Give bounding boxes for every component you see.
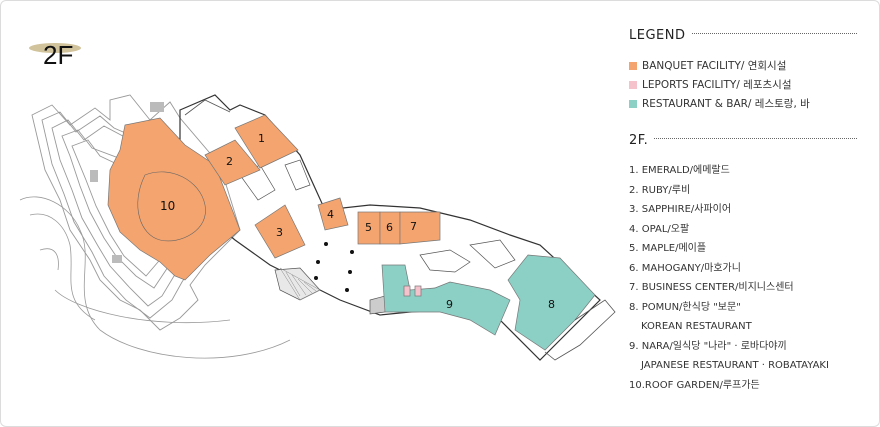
hatched-plaza <box>279 267 321 301</box>
map-label-9: 9 <box>446 298 453 311</box>
plaza-markers <box>314 242 354 292</box>
room-1-emerald[interactable]: 1 <box>234 114 299 169</box>
restaurant-areas: 9 8 <box>381 254 596 351</box>
legend-swatch-banquet <box>629 61 637 70</box>
map-label-6: 6 <box>386 221 393 234</box>
legend-swatch-leports <box>629 80 637 89</box>
facility-item[interactable]: 5. MAPLE/메이플 <box>629 243 707 254</box>
map-label-3: 3 <box>276 226 283 239</box>
legend-panel: LEGEND BANQUET FACILITY/ 연회시설 LEPORTS FA… <box>629 24 869 395</box>
room-4-opal[interactable]: 4 <box>317 197 349 231</box>
legend-title: LEGEND <box>629 28 692 43</box>
room-5-maple[interactable]: 5 <box>357 211 381 245</box>
floor-plan-map: 2F 10 1 <box>19 40 616 361</box>
map-label-1: 1 <box>258 132 265 145</box>
legend-divider <box>629 33 857 34</box>
floor-label: 2F <box>43 40 73 70</box>
area-9-nara[interactable]: 9 <box>381 264 511 336</box>
terrain-contours <box>19 196 291 359</box>
banquet-rooms: 1 2 3 4 5 6 7 <box>204 114 441 259</box>
facility-item[interactable]: 6. MAHOGANY/마호가니 <box>629 262 741 274</box>
facility-item[interactable]: 10.ROOF GARDEN/루프가든 <box>629 379 760 391</box>
room-7-business-center[interactable]: 7 <box>399 211 441 245</box>
outer-walls <box>184 99 616 361</box>
map-label-2: 2 <box>226 155 233 168</box>
floor-section-heading: 2F. <box>629 129 869 149</box>
legend-swatch-restaurant <box>629 99 637 108</box>
facility-list: 1. EMERALD/에메랄드 2. RUBY/루비 3. SAPPHIRE/사… <box>629 161 869 395</box>
legend-item-restaurant: RESTAURANT & BAR/ 레스토랑, 바 <box>629 94 869 113</box>
map-label-4: 4 <box>327 208 334 221</box>
facility-item[interactable]: 2. RUBY/루비 <box>629 184 691 196</box>
room-6-mahogany[interactable]: 6 <box>379 211 401 245</box>
facility-item[interactable]: 7. BUSINESS CENTER/비지니스센터 <box>629 282 794 293</box>
facility-item[interactable]: 3. SAPPHIRE/사파이어 <box>629 204 732 215</box>
map-label-5: 5 <box>365 221 372 234</box>
area-8-pomun[interactable]: 8 <box>507 254 596 351</box>
map-label-10: 10 <box>160 199 175 213</box>
facility-item[interactable]: 4. OPAL/오팔 <box>629 223 690 235</box>
facility-item-subtitle: JAPANESE RESTAURANT · ROBATAYAKI <box>641 360 829 371</box>
facility-item[interactable]: 1. EMERALD/에메랄드 <box>629 165 730 176</box>
legend-label-restaurant: RESTAURANT & BAR/ 레스토랑, 바 <box>642 98 810 110</box>
legend-item-banquet: BANQUET FACILITY/ 연회시설 <box>629 56 869 75</box>
map-label-7: 7 <box>410 220 417 233</box>
floor-section-title: 2F. <box>629 133 655 148</box>
facility-item[interactable]: 9. NARA/일식당 "나라" · 로바다야끼 <box>629 340 787 352</box>
room-2-ruby[interactable]: 2 <box>204 139 261 186</box>
area-roof-garden[interactable]: 10 <box>107 117 241 281</box>
room-3-sapphire[interactable]: 3 <box>254 204 306 259</box>
legend-item-leports: LEPORTS FACILITY/ 레포츠시설 <box>629 75 869 94</box>
legend-label-banquet: BANQUET FACILITY/ 연회시설 <box>642 60 787 72</box>
floor-badge: 2F <box>29 40 81 70</box>
legend-heading: LEGEND <box>629 24 869 44</box>
floor-section-divider <box>629 138 857 139</box>
facility-item[interactable]: 8. POMUN/한식당 "보문" <box>629 301 741 313</box>
legend-label-leports: LEPORTS FACILITY/ 레포츠시설 <box>642 79 792 91</box>
facility-item-subtitle: KOREAN RESTAURANT <box>641 321 752 332</box>
map-label-8: 8 <box>548 298 555 311</box>
